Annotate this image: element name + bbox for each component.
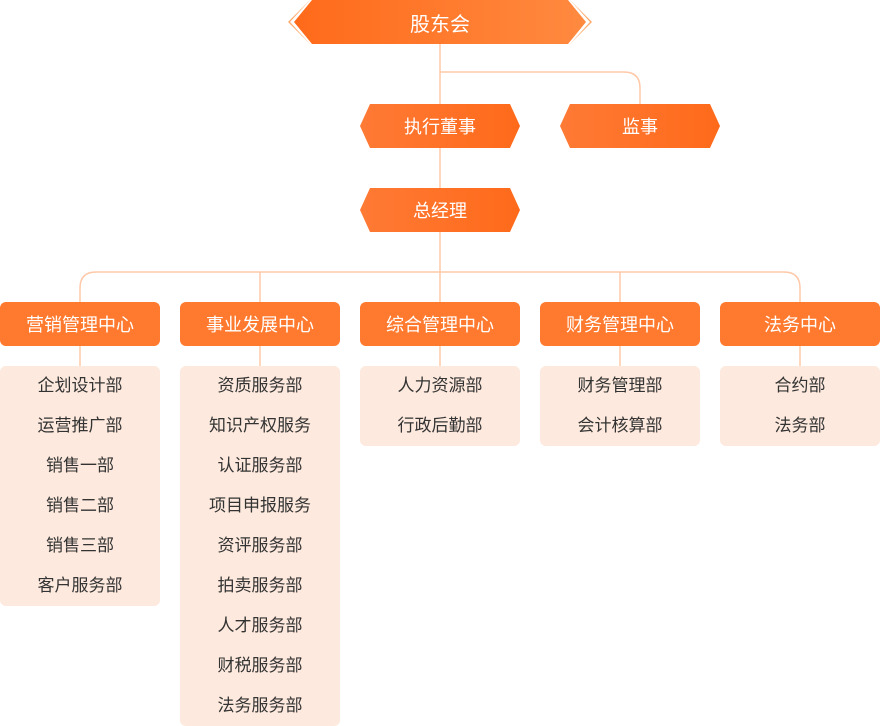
dept-item: 销售二部 (46, 496, 114, 516)
dept-item: 知识产权服务 (209, 416, 311, 436)
dept-panel-legal: 合约部 法务部 (720, 366, 880, 446)
center-legal: 法务中心 (720, 302, 880, 346)
dept-item: 企划设计部 (37, 376, 123, 396)
dept-item: 资质服务部 (217, 376, 303, 396)
dept-panel-business-development: 资质服务部 知识产权服务 认证服务部 项目申报服务 资评服务部 拍卖服务部 人才… (180, 366, 340, 726)
dept-item: 行政后勤部 (397, 416, 483, 436)
dept-item: 客户服务部 (37, 576, 123, 596)
dept-item: 资评服务部 (217, 536, 303, 556)
center-financial-management: 财务管理中心 (540, 302, 700, 346)
center-marketing-management: 营销管理中心 (0, 302, 160, 346)
center-general-management: 综合管理中心 (360, 302, 520, 346)
dept-item: 销售一部 (46, 456, 114, 476)
general-manager-node: 总经理 (360, 188, 520, 232)
dept-panel-financial-management: 财务管理部 会计核算部 (540, 366, 700, 446)
dept-item: 合约部 (774, 376, 826, 396)
dept-item: 财税服务部 (217, 656, 303, 676)
dept-item: 项目申报服务 (209, 496, 311, 516)
dept-item: 会计核算部 (577, 416, 663, 436)
dept-item: 运营推广部 (37, 416, 123, 436)
supervisor-node: 监事 (560, 104, 720, 148)
dept-item: 销售三部 (46, 536, 114, 556)
dept-item: 人力资源部 (397, 376, 483, 396)
executive-director-node: 执行董事 (360, 104, 520, 148)
dept-item: 法务部 (774, 416, 826, 436)
dept-item: 法务服务部 (217, 696, 303, 716)
dept-panel-general-management: 人力资源部 行政后勤部 (360, 366, 520, 446)
shareholders-label: 股东会 (294, 0, 586, 44)
shareholders-node: 股东会 (288, 0, 592, 44)
center-business-development: 事业发展中心 (180, 302, 340, 346)
dept-item: 人才服务部 (217, 616, 303, 636)
dept-item: 认证服务部 (217, 456, 303, 476)
dept-panel-marketing: 企划设计部 运营推广部 销售一部 销售二部 销售三部 客户服务部 (0, 366, 160, 606)
dept-item: 拍卖服务部 (217, 576, 303, 596)
dept-item: 财务管理部 (577, 376, 663, 396)
